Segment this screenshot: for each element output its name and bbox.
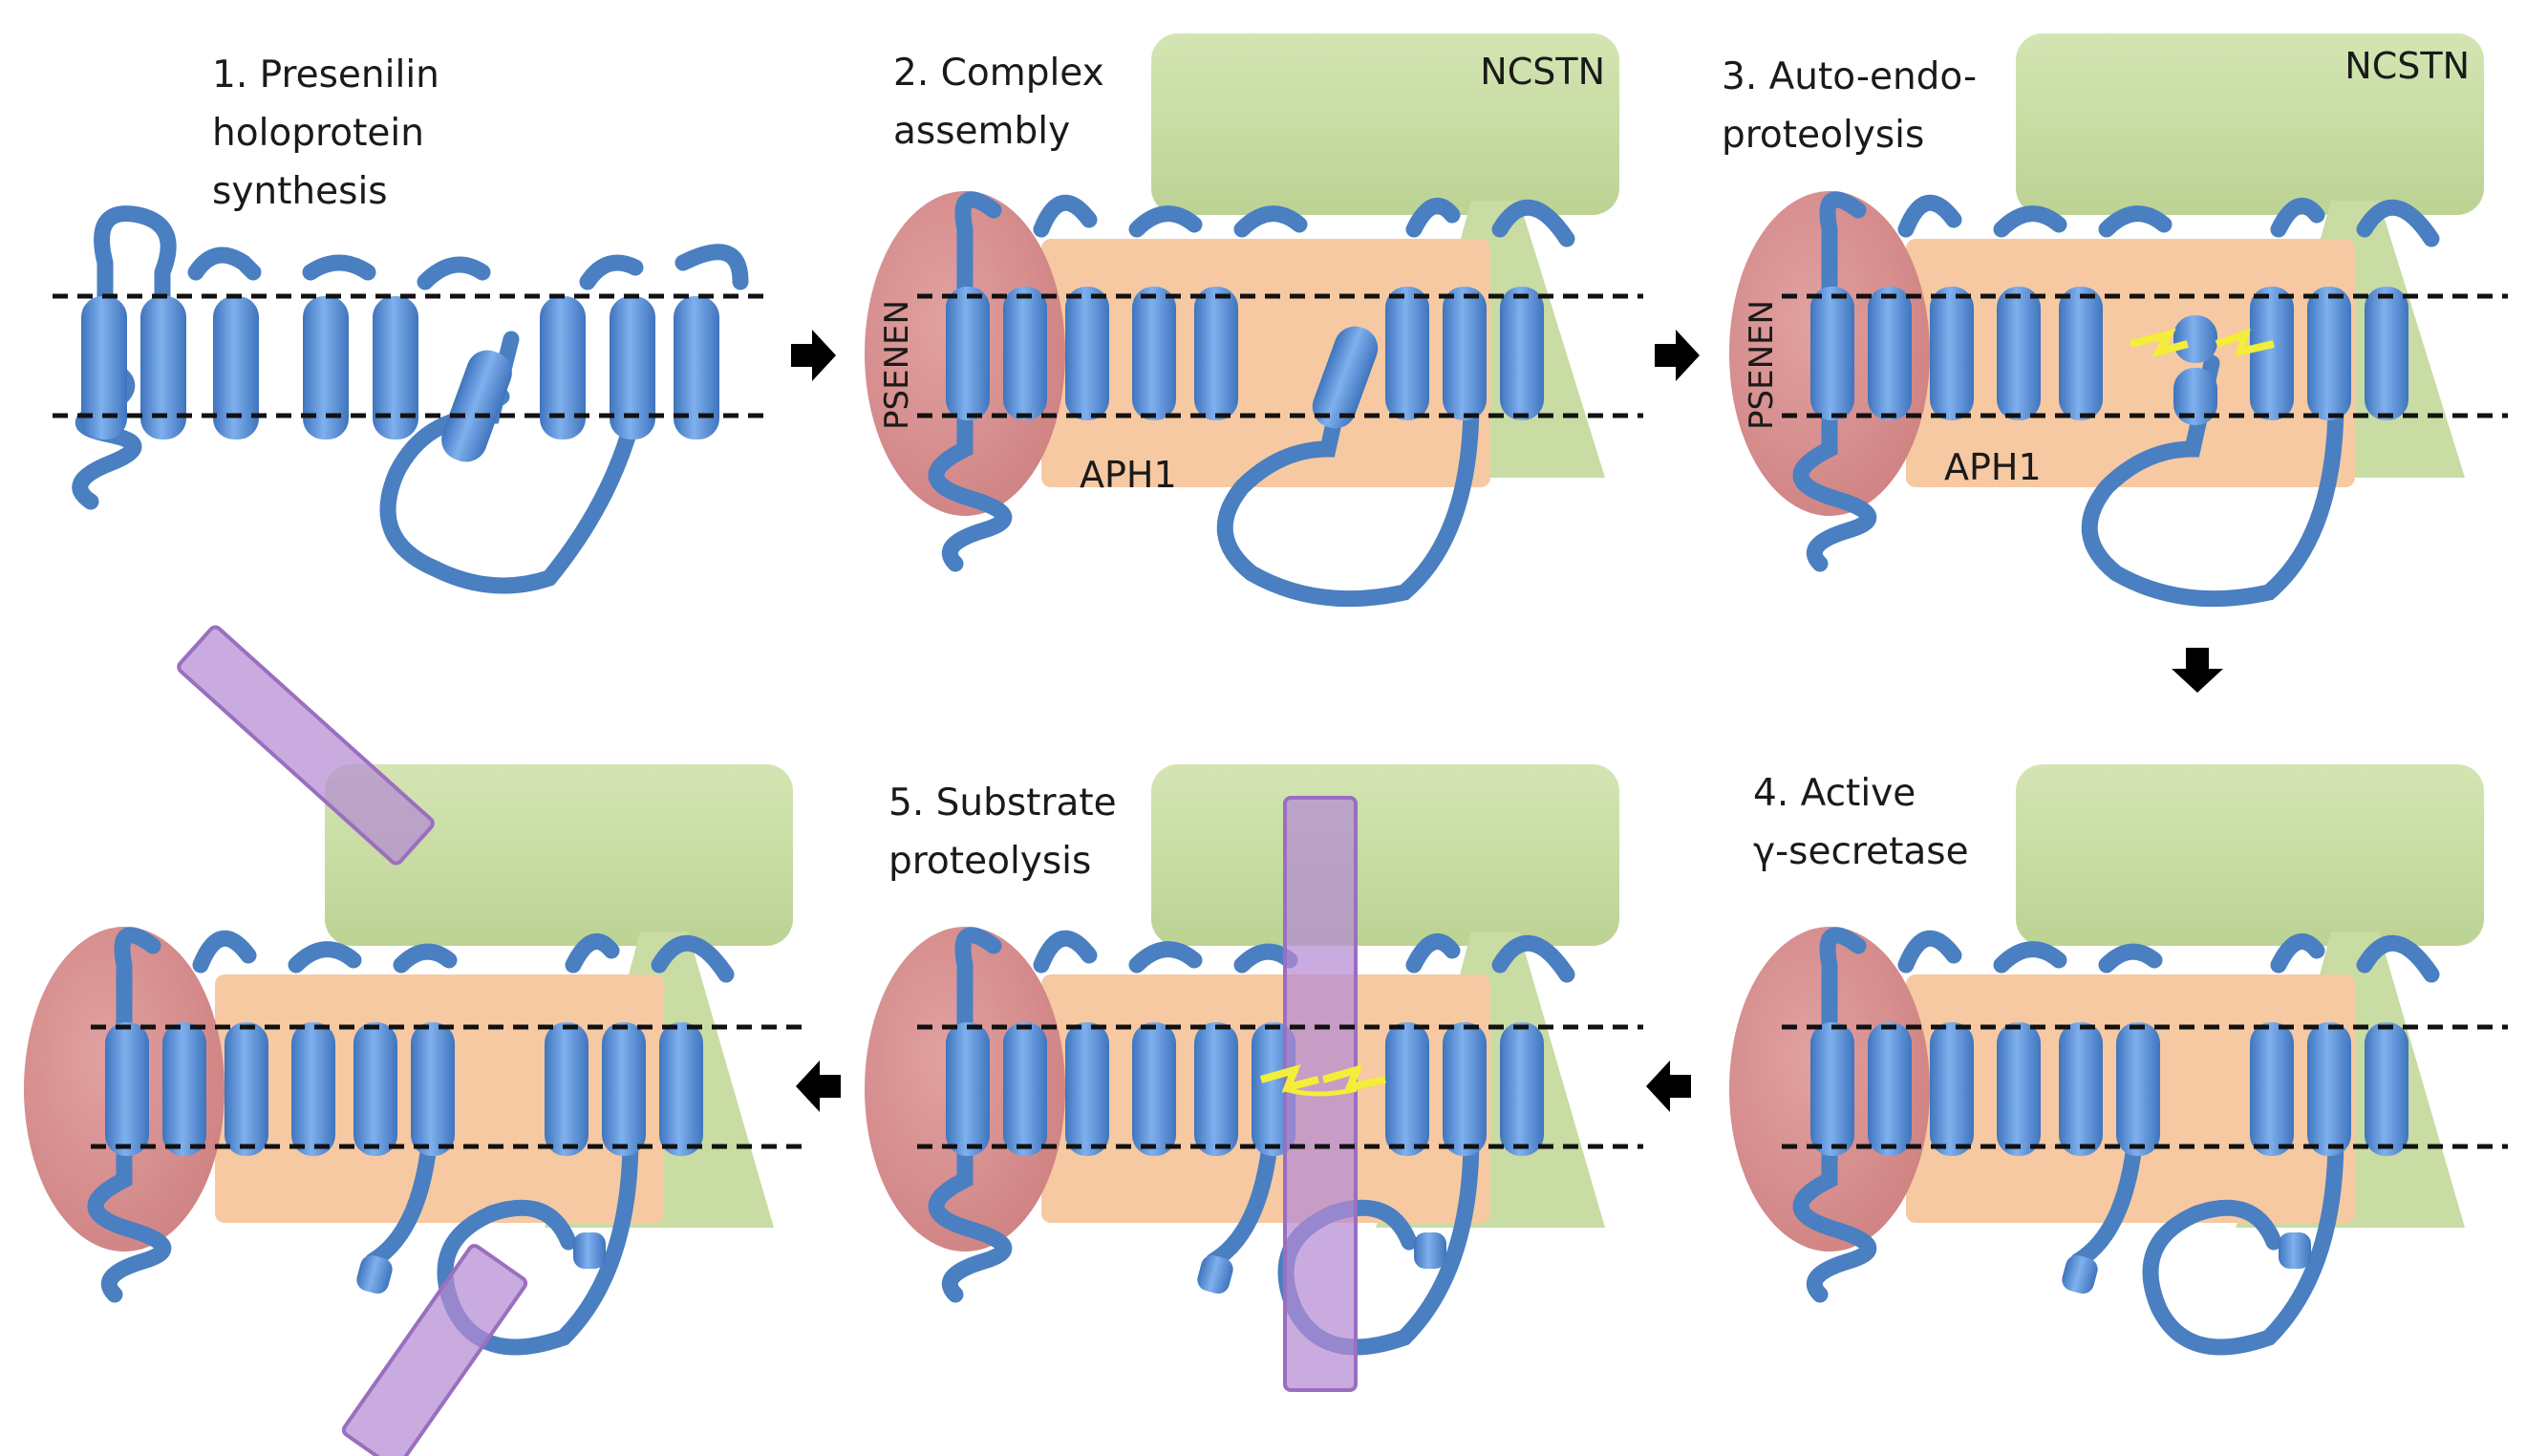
presenilin-6 bbox=[87, 927, 735, 1356]
presenilin-5 bbox=[928, 927, 1575, 1356]
step-1-label: 1. Presenilin holoprotein synthesis bbox=[212, 46, 439, 221]
step-3-label: 3. Auto-endo- proteolysis bbox=[1722, 48, 1977, 164]
arrow-left-5 bbox=[796, 1060, 841, 1112]
aph1-label-2: APH1 bbox=[1080, 454, 1177, 496]
psenen-label-3: PSENEN bbox=[1743, 300, 1781, 430]
step-3-line-1: 3. Auto-endo- bbox=[1722, 55, 1978, 98]
presenilin-3 bbox=[1792, 191, 2440, 608]
arrow-icon bbox=[791, 330, 2223, 1112]
step-1-line-2: holoprotein bbox=[212, 112, 424, 155]
cleavage-mark-icon bbox=[1259, 1063, 1386, 1097]
arrow-right-2 bbox=[1655, 330, 1700, 381]
panel-5 bbox=[865, 764, 1619, 1392]
arrow-down-3 bbox=[2172, 648, 2223, 693]
cleavage-mark-icon bbox=[2130, 328, 2275, 358]
ncstn-box bbox=[325, 764, 793, 946]
step-2-label: 2. Complex assembly bbox=[893, 44, 1104, 161]
step-4-line-1: 4. Active bbox=[1753, 772, 1916, 815]
ncstn-box bbox=[2016, 764, 2484, 946]
step-4-line-2: γ-secretase bbox=[1753, 830, 1969, 873]
panel-4 bbox=[1729, 764, 2484, 1356]
step-3-line-2: proteolysis bbox=[1722, 114, 1925, 157]
panel-6 bbox=[24, 625, 793, 1456]
presenilin-4 bbox=[1792, 927, 2440, 1356]
step-2-line-2: assembly bbox=[893, 110, 1071, 153]
step-1-line-1: 1. Presenilin bbox=[212, 54, 439, 96]
ncstn-box bbox=[1151, 33, 1619, 215]
ncstn-box bbox=[1151, 764, 1619, 946]
ncstn-label-2: NCSTN bbox=[1480, 51, 1605, 93]
step-5-line-2: proteolysis bbox=[888, 840, 1092, 883]
arrow-left-4 bbox=[1646, 1060, 1691, 1112]
tm-helices bbox=[81, 296, 719, 462]
step-2-line-1: 2. Complex bbox=[893, 52, 1104, 95]
panel-2 bbox=[865, 33, 1619, 608]
step-1-line-3: synthesis bbox=[212, 170, 388, 213]
ncstn-box bbox=[2016, 33, 2484, 215]
presenilin-2 bbox=[928, 191, 1575, 608]
panel-1 bbox=[72, 205, 749, 594]
arrow-right-1 bbox=[791, 330, 836, 381]
step-4-label: 4. Active γ-secretase bbox=[1753, 764, 1969, 881]
released-fragment-lower bbox=[341, 1243, 528, 1456]
aph1-label-3: APH1 bbox=[1944, 446, 2042, 488]
released-fragment-upper bbox=[177, 625, 435, 866]
step-5-label: 5. Substrate proteolysis bbox=[888, 774, 1117, 890]
panel-3 bbox=[1729, 33, 2484, 608]
step-5-line-1: 5. Substrate bbox=[888, 782, 1117, 824]
ncstn-label-3: NCSTN bbox=[2344, 45, 2470, 87]
psenen-label-2: PSENEN bbox=[878, 300, 916, 430]
